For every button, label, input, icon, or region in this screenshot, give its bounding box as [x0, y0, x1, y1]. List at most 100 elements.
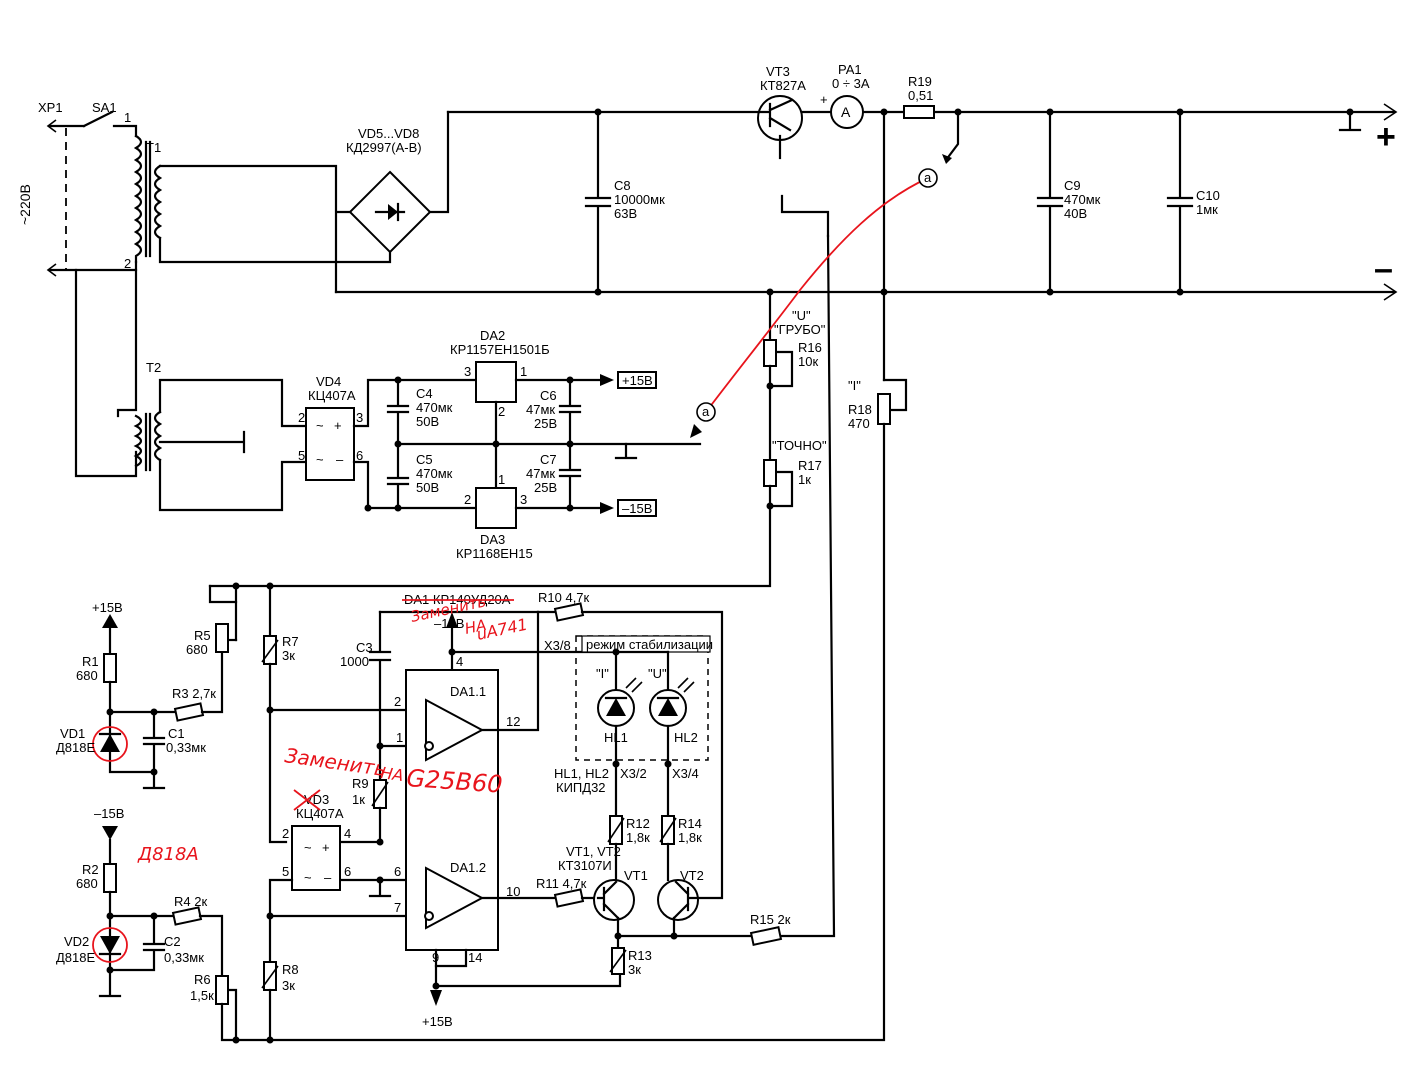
hl2-name: "U" — [648, 666, 667, 681]
c4-val2: 50В — [416, 414, 439, 429]
r3-label: R3 2,7к — [172, 686, 216, 701]
svg-text:~: ~ — [316, 418, 324, 433]
da3-pin3: 3 — [520, 492, 527, 507]
opamp-da1-1 — [425, 698, 485, 762]
c4-ref: C4 — [416, 386, 433, 401]
regulator-core: R7 3к C3 1000 R9 1к VD3 КЦ407А ~ + ~ – 2… — [261, 582, 724, 1044]
r15-label: R15 2к — [750, 912, 791, 927]
da1-pin14: 14 — [468, 950, 482, 965]
grubo-label: "ГРУБО" — [774, 322, 826, 337]
r17-ref: R17 — [798, 458, 822, 473]
sa1-switch[interactable] — [82, 110, 114, 128]
vd4-pin6: 6 — [356, 448, 363, 463]
capacitor-c8: C8 10000мк 63В — [584, 110, 665, 294]
da1-1-label: DA1.1 — [450, 684, 486, 699]
r13-ref: R13 — [628, 948, 652, 963]
vd4-pin2: 2 — [298, 410, 305, 425]
da2-type: КР1157ЕН1501Б — [450, 342, 550, 357]
i-label: "I" — [848, 378, 861, 393]
c1-val: 0,33мк — [166, 740, 206, 755]
c8-val1: 10000мк — [614, 192, 665, 207]
pa1-plus: + — [820, 92, 828, 107]
reference-circuits: +15В R1 680 R3 2,7к VD1 Д818Е C1 0,33мк … — [56, 582, 240, 1044]
r12-val: 1,8к — [626, 830, 650, 845]
da3-chip — [475, 487, 517, 529]
hl-types-1: HL1, HL2 — [554, 766, 609, 781]
vd3-pin2: 2 — [282, 826, 289, 841]
out-p15-tag: +15В — [622, 373, 653, 388]
t2-label: T2 — [146, 360, 161, 375]
vd3-type: КЦ407А — [296, 806, 344, 821]
r19-ref: R19 — [908, 74, 932, 89]
x34-label: X3/4 — [672, 766, 699, 781]
da2-pin2: 2 — [498, 404, 505, 419]
r6-ref: R6 — [194, 972, 211, 987]
red-note-d818a: Д818А — [137, 844, 199, 865]
svg-text:+: + — [322, 840, 330, 855]
c2-val: 0,33мк — [164, 950, 204, 965]
hl-types-2: КИПД32 — [556, 780, 606, 795]
ammeter-pa1: PA1 0 ÷ 3A + A — [820, 62, 870, 129]
x32-label: X3/2 — [620, 766, 647, 781]
vd4-pin3: 3 — [356, 410, 363, 425]
t1-secondary — [153, 164, 163, 240]
r7-ref: R7 — [282, 634, 299, 649]
vt2-ref: VT2 — [680, 868, 704, 883]
hl2-ref: HL2 — [674, 730, 698, 745]
u-label: "U" — [792, 308, 811, 323]
vd1-ref: VD1 — [60, 726, 85, 741]
r2-val: 680 — [76, 876, 98, 891]
mode-box-title: режим стабилизации — [586, 637, 713, 652]
c8-ref: C8 — [614, 178, 631, 193]
svg-text:+: + — [334, 418, 342, 433]
da1-pin4: 4 — [456, 654, 463, 669]
r8-ref: R8 — [282, 962, 299, 977]
t1-label: T1 — [146, 140, 161, 155]
c9-val2: 40В — [1064, 206, 1087, 221]
opamp-da1-2 — [425, 866, 485, 930]
da2-pin1: 1 — [520, 364, 527, 379]
da2-ref: DA2 — [480, 328, 505, 343]
c7-ref: C7 — [540, 452, 557, 467]
vd3-pin5: 5 — [282, 864, 289, 879]
vd2-type: Д818Е — [56, 950, 95, 965]
r18-pot[interactable] — [877, 393, 891, 425]
da1-pin1: 1 — [396, 730, 403, 745]
x38-label: X3/8 — [544, 638, 571, 653]
transistor-vt3: VT3 КТ827А — [757, 64, 830, 238]
r17-val: 1к — [798, 472, 811, 487]
r8-val: 3к — [282, 978, 295, 993]
da1-2-label: DA1.2 — [450, 860, 486, 875]
vd1-red-circle — [92, 726, 128, 762]
vd4-pin5: 5 — [298, 448, 305, 463]
r16-val: 10к — [798, 354, 818, 369]
red-link-line — [705, 177, 929, 413]
minus-output-sign: – — [1374, 250, 1393, 288]
c7-val1: 47мк — [526, 466, 555, 481]
svg-text:–: – — [324, 870, 332, 885]
vd2-ref: VD2 — [64, 934, 89, 949]
r17-pot[interactable] — [763, 459, 777, 487]
pa1-range: 0 ÷ 3A — [832, 76, 870, 91]
c5-val1: 470мк — [416, 466, 453, 481]
vd2-red-circle — [92, 927, 128, 963]
vd4-ref: VD4 — [316, 374, 341, 389]
r16-pot[interactable] — [763, 339, 777, 367]
aux-supply: T2 VD4 КЦ407А ~ + ~ – 2 5 3 6 C4 470мк 5… — [74, 268, 702, 561]
r1-ref: R1 — [82, 654, 99, 669]
da2-chip — [475, 361, 517, 403]
r18-val: 470 — [848, 416, 870, 431]
capacitor-c9: C9 470мк 40В — [1036, 110, 1101, 294]
sa1-label: SA1 — [92, 100, 117, 115]
vd1-type: Д818Е — [56, 740, 95, 755]
vt3-type: КТ827А — [760, 78, 806, 93]
r9-ref: R9 — [352, 776, 369, 791]
c5-val2: 50В — [416, 480, 439, 495]
c1-ref: C1 — [168, 726, 185, 741]
svg-text:–: – — [336, 452, 344, 467]
da3-pin1: 1 — [498, 472, 505, 487]
c8-val2: 63В — [614, 206, 637, 221]
da2-pin3: 3 — [464, 364, 471, 379]
r5-val: 680 — [186, 642, 208, 657]
